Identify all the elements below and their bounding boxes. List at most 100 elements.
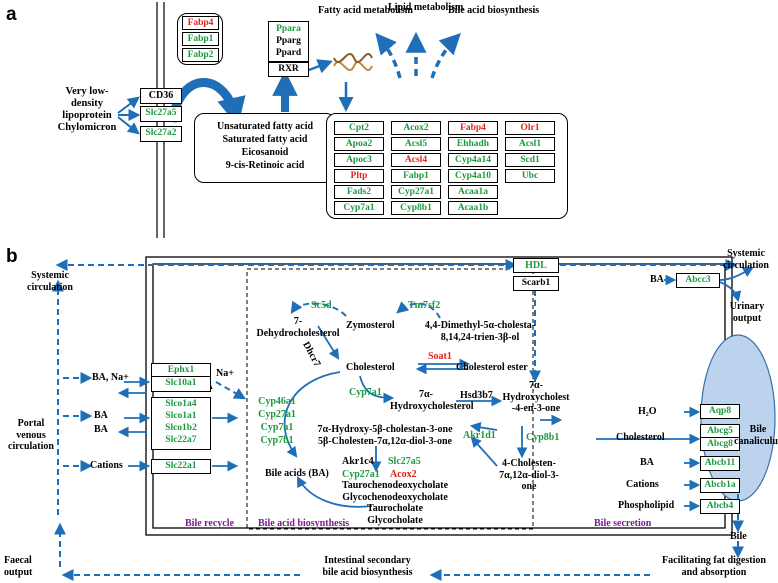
output-dashed-arrows [375,31,461,79]
facilitating-1: Facilitating fat digestion [662,555,766,566]
fabp4-cell: Fabp4 [182,16,219,30]
abcg8-label: Abcg8 [707,439,733,449]
portal-3: circulation [8,441,54,452]
conj-1: Taurochenodeoxycholate [341,480,449,491]
facilitating-2: and absorption [681,566,747,578]
dehydro-1: 7- [293,316,303,327]
dimethyl-2: 8,14,24-trien-3β-ol [440,331,520,343]
scarb1-box: Scarb1 [513,276,559,291]
na-plus-label: Na+ [216,368,234,379]
abcc3-box: Abcc3 [676,273,720,288]
bile-acids-label: Bile acids (BA) [265,468,329,479]
akr1c4-label: Akr1c4 [342,456,374,467]
cyp7b1-label: Cyp7b1 [260,435,294,446]
urinary-label: Urinary output [724,301,770,324]
ephx1-label: Ephx1 [152,364,210,377]
gene-cell-acsl1: Acsl1 [505,137,555,151]
cyp8b1-label: Cyp8b1 [526,432,560,443]
slco1a4-label: Slco1a4 [165,399,197,409]
lipoprotein-arrows [117,96,141,135]
canaliculus-1: Bile [749,424,767,435]
systemic-right-1: Systemic [727,248,765,259]
dehydro-2: Dehydrocholesterol [256,327,340,339]
tm7sf2-label: Tm7sf2 [408,300,441,311]
cyp7a1-enzyme: Cyp7a1 [349,387,382,398]
ligand-unsaturated: Unsaturated fatty acid [216,121,314,132]
systemic-right-2: circulation [723,259,769,271]
systemic-left-1: Systemic [31,270,69,281]
lipoprotein-label: Very low- density lipoprotein Chylomicro… [56,86,118,134]
slco1b2-label: Slco1b2 [165,423,197,433]
diol-2: 5β-Cholesten-7α,12α-diol-3-one [318,435,452,447]
slc27a5-b-label: Slc27a5 [388,456,421,467]
lipoprotein-line-2: density [70,98,104,110]
portal-2: venous [16,429,46,441]
canaliculus-2: canaliculus [734,435,778,447]
gene-cell-acox2: Acox2 [391,121,441,135]
canaliculus-label: Bile canaliculus [733,424,778,447]
gene-cell-apoc3: Apoc3 [334,153,384,167]
portal-1: Portal [17,418,45,429]
acox2-b-label: Acox2 [390,469,417,480]
urinary-2: output [732,312,762,324]
intestinal-2: bile acid biosynthesis [322,566,413,578]
panel-a-label: a [6,4,17,25]
conj-4: Glycocholate [367,514,423,526]
dimethyl-1: 4,4-Dimethyl-5α-cholesta- [424,320,536,331]
diol-label: 7α-Hydroxy-5β-cholestan-3-one 5β-Cholest… [310,424,460,447]
gene-cell-fads2: Fads2 [334,185,384,199]
gene-cell-pltp: Pltp [334,169,384,183]
abcb11-box: Abcb11 [700,456,740,471]
bile-recycle-label: Bile recycle [185,518,234,529]
faecal-1: Faecal [4,555,32,566]
cations-r-label: Cations [626,479,659,490]
abcb4-box: Abcb4 [700,499,740,514]
gene-cell-olr1: Olr1 [505,121,555,135]
cyp-list: Cyp46a1 Cyp27a1 Cyp7a1 Cyp7b1 [254,395,300,447]
slc22a1-box: Slc22a1 [151,459,211,474]
hydroxychol-2: Hydroxycholesterol [390,400,474,412]
gene-cell-acsl5: Acsl5 [391,137,441,151]
lipoprotein-line-1: Very low- [65,86,109,97]
cholesterol-ester-label: Cholesterol ester [456,362,528,373]
cyp27a1-label: Cyp27a1 [342,469,380,480]
akr1d1-label: Akr1d1 [463,430,496,441]
cd-3: one [521,481,537,492]
ligand-saturated: Saturated fatty acid [222,134,308,145]
conj-3: Taurocholate [366,503,424,514]
ppar-box: Ppara Pparg Ppard [268,21,309,62]
faecal-2: output [4,566,33,578]
ba-na-label: BA, Na+ [92,372,129,383]
slco-box: Slco1a4 Slco1a1 Slco1b2 Slc22a7 [151,397,211,450]
bile-secretion-label: Bile secretion [594,518,652,529]
cholesterol-label: Cholesterol [346,362,395,373]
panel-b-label: b [6,246,18,267]
gene-cell-ubc: Ubc [505,169,555,183]
abcg-box: Abcg5 Abcg8 [700,424,740,451]
output-fatty-acid: Fatty acid metabolism [318,5,413,16]
gene-cell-acsl4: Acsl4 [391,153,441,167]
gene-cell-fabp4: Fabp4 [448,121,498,135]
cyp7a1-list-label: Cyp7a1 [260,422,294,433]
portal-label: Portal venous circulation [8,418,54,453]
cholesten-diol-label: 4-Cholesten- 7α,12α-diol-3- one [493,458,565,493]
hdl-box: HDL [513,258,559,273]
ephx1-box: Ephx1 Slc10a1 [151,363,211,392]
zymosterol-label: Zymosterol [346,320,395,331]
cd-2: 7α,12α-diol-3- [499,469,559,481]
ligand-box: Unsaturated fatty acid Saturated fatty a… [194,113,336,183]
cations-label: Cations [90,460,123,471]
systemic-right: Systemic circulation [716,248,776,271]
gene-cell-cyp4a10: Cyp4a10 [448,169,498,183]
gene-cell-acaa1a: Acaa1a [448,185,498,199]
bile-acid-biosynthesis-label: Bile acid biosynthesis [258,518,350,529]
cyp27a1-list-label: Cyp27a1 [258,409,296,420]
gene-cell-cpt2: Cpt2 [334,121,384,135]
slc27a5-box: Slc27a5 [140,106,182,122]
slc10a1-label: Slc10a1 [165,378,197,388]
slc22a7-label: Slc22a7 [165,435,197,445]
gene-cell-cyp4a14: Cyp4a14 [448,153,498,167]
output-bile-acid: Bile acid biosynthesis [448,5,540,16]
pparg-label: Pparg [276,36,301,46]
